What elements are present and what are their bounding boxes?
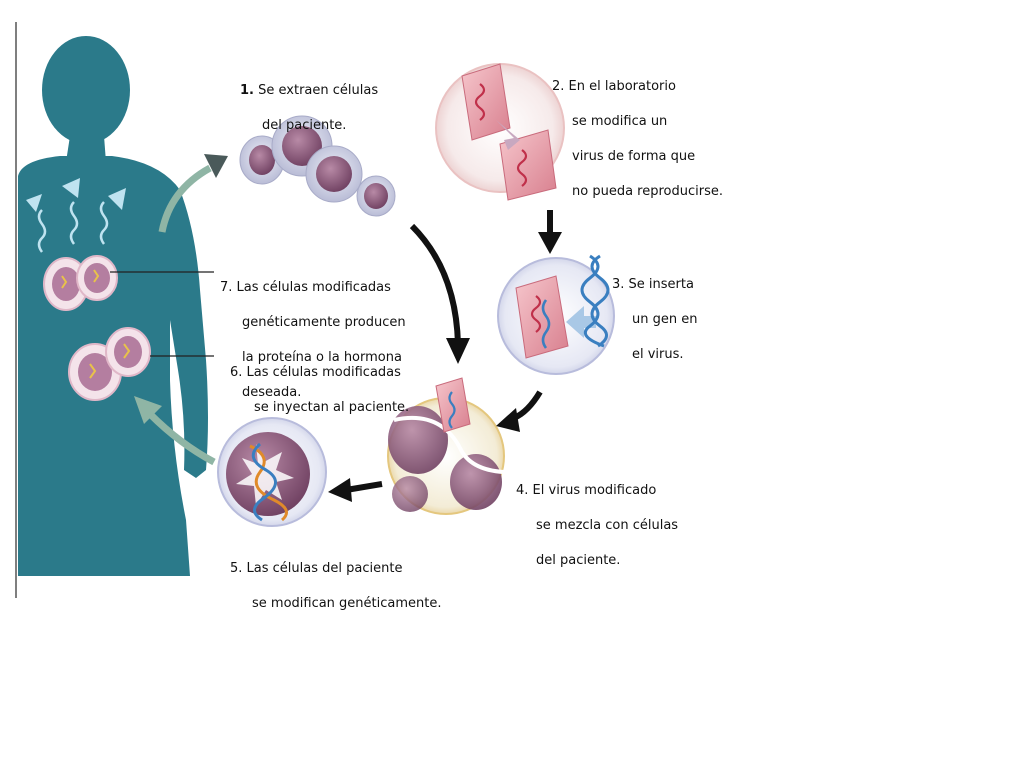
dna-helix-icon xyxy=(249,444,288,522)
step-7-line-2: genéticamente producen xyxy=(242,314,406,330)
step-2-number: 2. xyxy=(552,78,565,94)
step-3-number: 3. xyxy=(612,276,625,292)
modified-cell xyxy=(217,417,327,527)
step-4-line-1: El virus modificado xyxy=(532,482,657,498)
step-7-line-4: deseada. xyxy=(242,384,302,400)
body-cells-injected xyxy=(68,327,151,401)
arrow-inject xyxy=(147,411,216,466)
step-7-number: 7. xyxy=(220,279,233,295)
step-2-line-2: se modifica un xyxy=(572,113,668,129)
step-2-line-1: En el laboratorio xyxy=(568,78,676,94)
arrow-gene-to-mix xyxy=(512,390,543,421)
body-cells-producing xyxy=(43,255,118,311)
step-5-line-2: se modifican genéticamente. xyxy=(252,595,442,611)
step-5-number: 5. xyxy=(230,560,243,576)
cycle-arrows xyxy=(134,154,562,502)
step-4-line-3: del paciente. xyxy=(536,552,621,568)
step-3-label: 3. Se inserta un gen en el virus. xyxy=(612,258,697,381)
gene-dna-icon xyxy=(580,254,605,348)
step-2-line-4: no pueda reproducirse. xyxy=(572,183,723,199)
step-4-label: 4. El virus modificado se mezcla con cél… xyxy=(516,464,678,587)
arrow-cells-to-mix xyxy=(409,223,461,345)
step-5-label: 5. Las células del paciente se modifican… xyxy=(230,542,442,630)
triangle-icon xyxy=(26,194,42,212)
hormone-signals xyxy=(26,178,126,253)
step-3-line-2: un gen en xyxy=(632,311,698,327)
step-2-label: 2. En el laboratorio se modifica un viru… xyxy=(552,60,723,218)
step-1-line-1: Se extraen células xyxy=(258,82,379,98)
step-4-line-2: se mezcla con células xyxy=(536,517,679,533)
step-7-line-1: Las células modificadas xyxy=(236,279,391,295)
step-1-label: 1. Se extraen células del paciente. xyxy=(240,64,378,152)
step-1-number: 1. xyxy=(240,82,254,98)
triangle-icon xyxy=(62,178,80,198)
step-6-label: 6. Las células modificadas se inyectan a… xyxy=(230,346,409,434)
step-6-line-2: se inyectan al paciente. xyxy=(254,399,410,415)
step-5-line-1: Las células del paciente xyxy=(246,560,403,576)
human-silhouette xyxy=(18,36,208,576)
triangle-icon xyxy=(108,188,126,210)
mixing-bubble xyxy=(387,377,505,515)
step-4-number: 4. xyxy=(516,482,529,498)
step-2-line-3: virus de forma que xyxy=(572,148,696,164)
step-1-line-2: del paciente. xyxy=(262,117,347,133)
arrow-mix-to-modified xyxy=(345,481,383,493)
extracted-cells xyxy=(239,115,396,217)
virus-bubble xyxy=(435,63,565,201)
step-7-line-3: la proteína o la hormona xyxy=(242,349,402,365)
step-3-line-1: Se inserta xyxy=(628,276,694,292)
step-3-line-3: el virus. xyxy=(632,346,684,362)
step-6-line-1: Las células modificadas xyxy=(246,364,401,380)
virus-icon xyxy=(461,63,511,141)
gene-insertion-bubble xyxy=(497,254,615,375)
arrow-extract xyxy=(158,164,212,233)
step-7-label: 7. Las células modificadas genéticamente… xyxy=(220,261,406,419)
step-6-number: 6. xyxy=(230,364,243,380)
